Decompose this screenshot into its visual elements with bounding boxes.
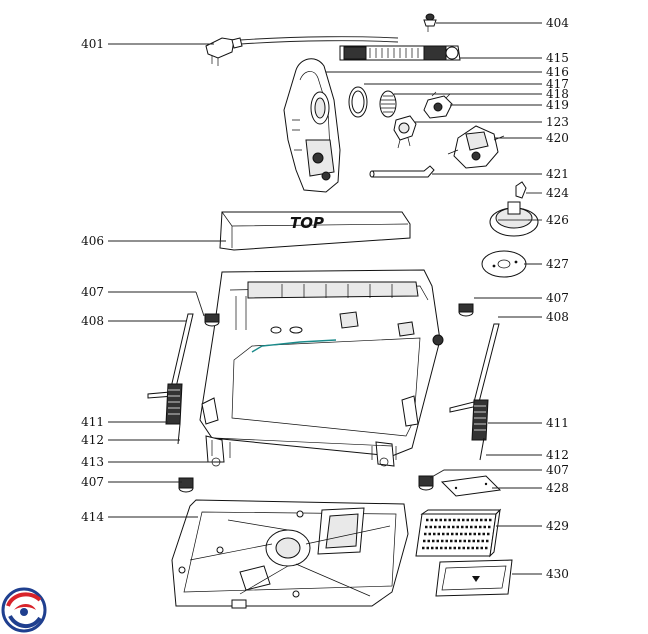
callout-412-right: 412: [546, 448, 569, 462]
leader-lines: [108, 22, 542, 575]
callout-407-upper-left: 407: [81, 285, 104, 299]
filter-disc-part: [379, 90, 397, 118]
motor-housing-part: [283, 58, 341, 193]
callout-418: 418: [546, 87, 569, 101]
small-pump-part: [393, 115, 417, 149]
callout-413: 413: [81, 455, 104, 469]
clip-part: [515, 181, 527, 199]
filter-block-part: [415, 508, 502, 558]
base-frame-part: [199, 269, 444, 467]
spring-right: [471, 399, 489, 441]
tube-part: [369, 165, 435, 178]
hose-part: [339, 45, 461, 61]
callout-408-right: 408: [546, 310, 569, 324]
valve-part: [423, 91, 453, 119]
pulley-part: [489, 201, 539, 237]
callout-labels-left: 401 406 407 408 411 412 413 407 414: [81, 37, 104, 524]
top-box-label: TOP: [290, 214, 324, 232]
suspension-rod-right: [449, 323, 500, 413]
callout-404: 404: [546, 16, 569, 30]
callout-420: 420: [546, 131, 569, 145]
top-packaging-box: TOP: [219, 211, 411, 251]
callout-labels-right: 404 415 416 417 418 419 123 420 421 424 …: [546, 16, 569, 581]
callout-407-lower-right: 407: [546, 463, 569, 477]
callout-421: 421: [546, 167, 569, 181]
callout-407-lower-left: 407: [81, 475, 104, 489]
callout-407-upper-right: 407: [546, 291, 569, 305]
callout-427: 427: [546, 257, 569, 271]
callout-414: 414: [81, 510, 104, 524]
seal-ring-part: [348, 86, 368, 118]
callout-408-left: 408: [81, 314, 104, 328]
callout-430: 430: [546, 567, 569, 581]
pin-right: [479, 437, 485, 461]
callout-411-left: 411: [81, 415, 104, 429]
callout-416: 416: [546, 65, 569, 79]
bottom-plate-part: [171, 499, 409, 609]
spring-left: [165, 383, 183, 425]
foot-part-lower-left: [178, 477, 194, 493]
pump-assembly-part: [447, 125, 505, 169]
foot-part-upper-right: [458, 303, 474, 317]
foot-part-lower-right: [418, 475, 434, 491]
callout-426: 426: [546, 213, 569, 227]
callout-424: 424: [546, 186, 569, 200]
callout-411-right: 411: [546, 416, 569, 430]
callout-428: 428: [546, 481, 569, 495]
callout-412-left: 412: [81, 433, 104, 447]
callout-401: 401: [81, 37, 104, 51]
flange-disc-part: [481, 250, 527, 278]
power-cord-part: [205, 36, 399, 66]
callout-415: 415: [546, 51, 569, 65]
pin-left: [177, 423, 181, 445]
screw-part: [423, 13, 437, 32]
tray-part: [435, 559, 513, 597]
cover-plate-part: [440, 475, 502, 497]
callout-406: 406: [81, 234, 104, 248]
callout-419: 419: [546, 98, 569, 112]
callout-429: 429: [546, 519, 569, 533]
foot-part-upper-left: [204, 313, 220, 327]
callout-123: 123: [546, 115, 569, 129]
brand-logo-icon: [1, 587, 47, 633]
callout-417: 417: [546, 77, 569, 91]
